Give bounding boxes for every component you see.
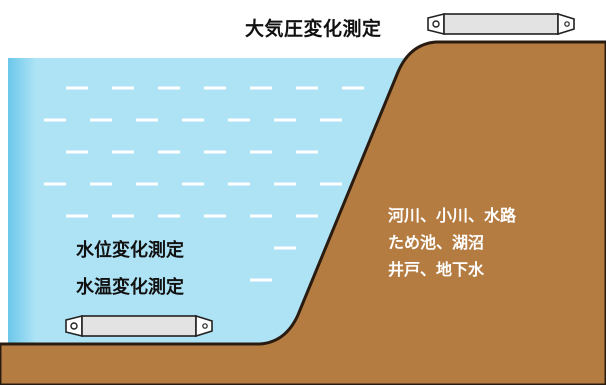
ground-embankment xyxy=(0,40,606,385)
water-waves xyxy=(44,86,364,282)
water-body-type-rivers: 河川、小川、水路 xyxy=(388,206,517,225)
water-level-label: 水位変化測定 xyxy=(76,240,184,261)
water-temperature-label: 水温変化測定 xyxy=(76,277,184,298)
atmospheric-pressure-label: 大気圧変化測定 xyxy=(245,18,382,40)
water-body-types: 河川、小川、水路 ため池、湖沼 井戸、地下水 xyxy=(388,202,516,283)
atmospheric-sensor-icon xyxy=(427,12,575,36)
water-body-type-ponds: ため池、湖沼 xyxy=(388,233,485,252)
water-sensor-icon xyxy=(65,314,213,338)
water-body-type-wells: 井戸、地下水 xyxy=(388,260,485,279)
